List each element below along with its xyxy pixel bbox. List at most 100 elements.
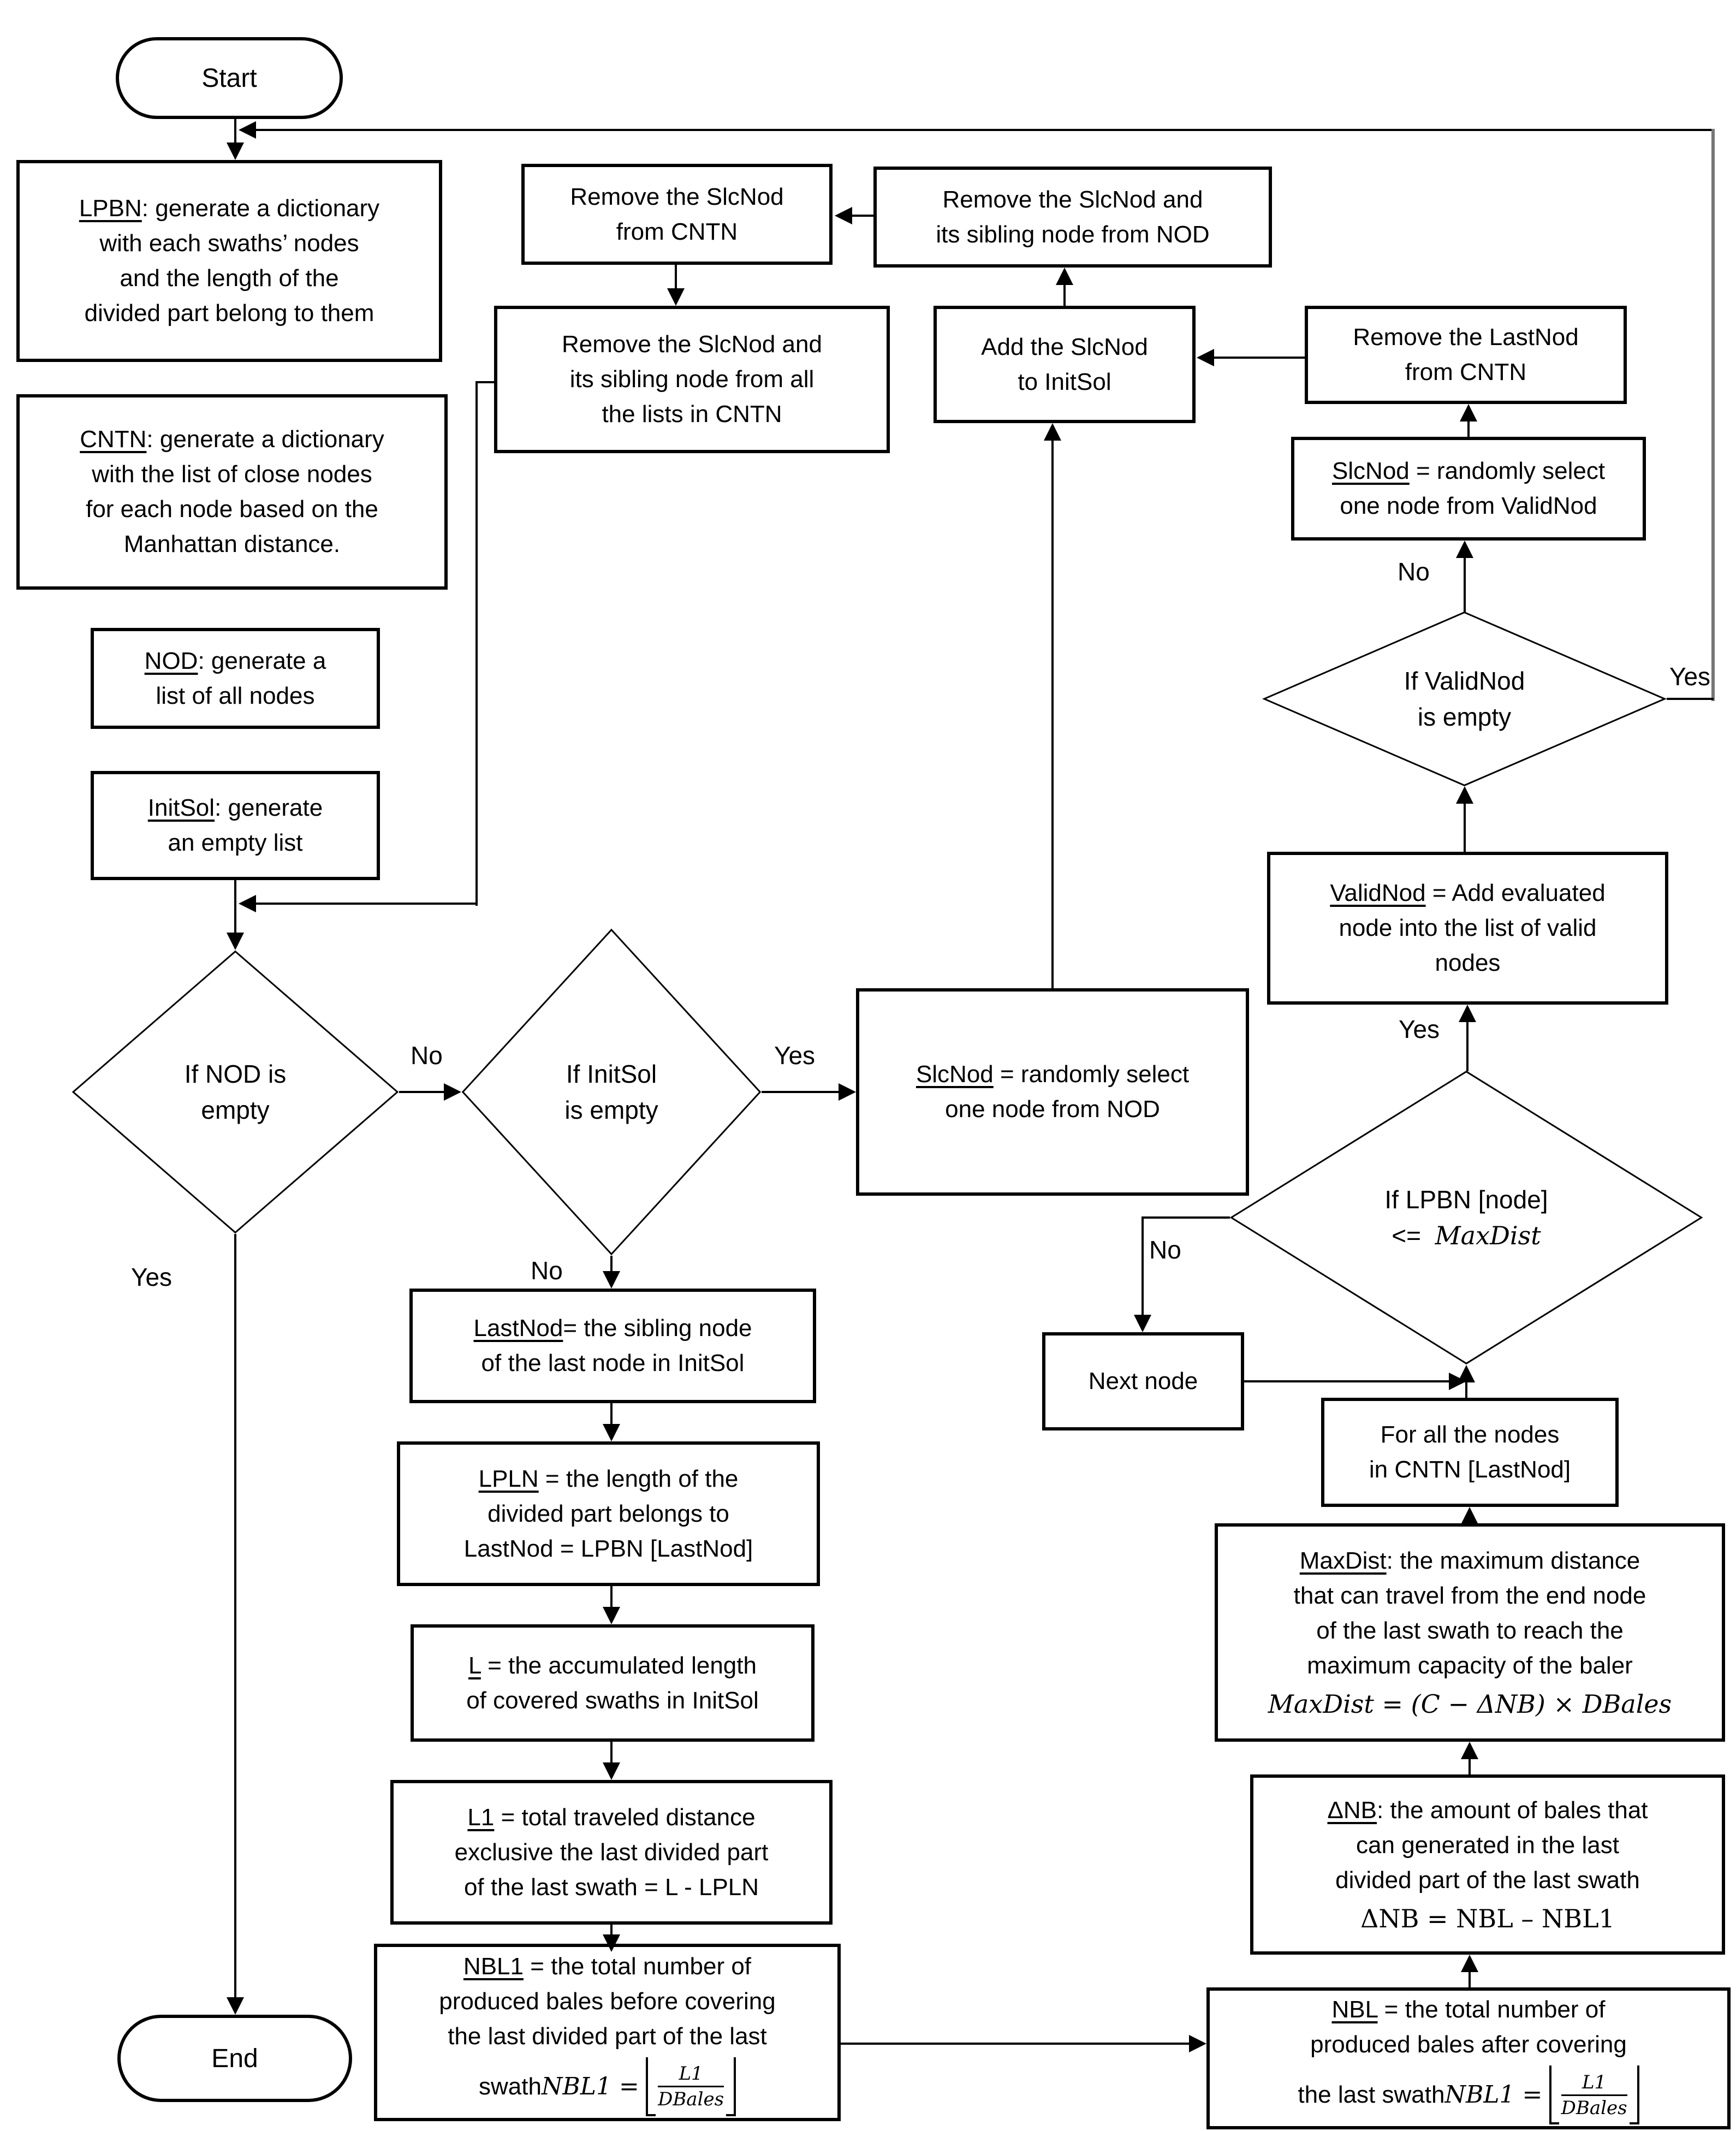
- validnod-yes-line: [1667, 698, 1714, 700]
- validnod-no-line: [1464, 557, 1466, 613]
- arrow-into-lpln: [603, 1424, 620, 1441]
- slcnod-validnod-box: SlcNod = randomly select one node from V…: [1291, 437, 1646, 541]
- remove-slcnod-nod-text: Remove the SlcNod and its sibling node f…: [936, 186, 1210, 248]
- removelastnod-to-addinitsol-line: [1213, 357, 1306, 359]
- remove-slcnod-cntn-text: Remove the SlcNod from CNTN: [570, 183, 784, 245]
- lpbn-no-line-v: [1142, 1216, 1144, 1316]
- arrow-into-lpbn: [227, 143, 244, 160]
- initsol-text: InitSol: generate an empty list: [147, 794, 323, 856]
- lpbn-no-line-h: [1143, 1216, 1230, 1219]
- nod-no-line: [399, 1091, 445, 1093]
- floor-close: [1629, 2065, 1639, 2124]
- lpln-to-l-line: [610, 1586, 613, 1608]
- cntn-text: CNTN: generate a dictionary with the lis…: [80, 426, 384, 557]
- if-validnod-empty-diamond: If ValidNod is empty: [1262, 612, 1667, 786]
- if-nod-empty-text: If NOD is empty: [184, 1060, 287, 1124]
- for-all-nodes-text: For all the nodes in CNTN [LastNod]: [1369, 1421, 1571, 1483]
- arrow-into-nbl: [1189, 2035, 1206, 2052]
- removecntn-to-removeall-line: [675, 265, 677, 289]
- lastnod-text: LastNod= the sibling node of the last no…: [473, 1315, 752, 1376]
- arrow-into-validnod-diamond: [1456, 786, 1473, 804]
- slcnod-to-addinitsol-line: [1051, 440, 1054, 989]
- lpbn-yes-line: [1466, 1021, 1469, 1071]
- l-to-l1-line: [610, 1742, 613, 1764]
- remove-slcnod-cntn-box: Remove the SlcNod from CNTN: [521, 164, 833, 265]
- feedback-right-line: [1711, 129, 1715, 701]
- if-initsol-empty-diamond: If InitSol is empty: [461, 928, 762, 1256]
- arrow-into-removeall: [667, 288, 685, 306]
- l1-to-nbl1-line: [610, 1925, 613, 1936]
- l1-box: L1 = total traveled distance exclusive t…: [390, 1780, 833, 1925]
- remove-all-lists-text: Remove the SlcNod and its sibling node f…: [562, 331, 822, 428]
- nbl1-box: NBL1 = the total number of produced bale…: [374, 1944, 841, 2121]
- slcnod-nod-text: SlcNod = randomly select one node from N…: [915, 1061, 1190, 1123]
- lpln-text: LPLN = the length of the divided part be…: [463, 1465, 753, 1562]
- arrow-into-end: [227, 1997, 244, 2015]
- arrow-into-removelastnod: [1460, 404, 1477, 422]
- arrow-feedback-junction-top: [239, 121, 256, 139]
- arrow-into-addinitsol-bottom: [1044, 423, 1061, 441]
- floor-close: [726, 2057, 736, 2116]
- removeall-feedback-h1: [477, 381, 495, 383]
- validnod-add-box: ValidNod = Add evaluated node into the l…: [1267, 852, 1668, 1005]
- nod-box: NOD: generate a list of all nodes: [91, 628, 380, 729]
- arrow-nextnode-junction: [1449, 1373, 1466, 1390]
- removeall-feedback-h2: [255, 903, 477, 905]
- arrow-into-removenod: [1056, 268, 1073, 285]
- add-slcnod-initsol-text: Add the SlcNod to InitSol: [981, 333, 1148, 395]
- remove-lastnod-cntn-box: Remove the LastNod from CNTN: [1305, 306, 1627, 404]
- remove-all-lists-box: Remove the SlcNod and its sibling node f…: [494, 306, 890, 453]
- nod-yes-label: Yes: [131, 1263, 173, 1291]
- arrow-into-slcnod: [839, 1083, 856, 1101]
- delta-nb-text: ΔNB: the amount of bales that can genera…: [1327, 1797, 1648, 1893]
- arrow-feedback-junction-mid: [239, 895, 256, 912]
- removeall-feedback-v: [475, 381, 478, 906]
- initsol-no-line: [610, 1256, 613, 1272]
- arrow-into-addinitsol-right: [1197, 349, 1214, 366]
- forall-to-lpbn-line: [1465, 1381, 1467, 1399]
- floor-open: [1549, 2065, 1559, 2124]
- lpbn-box: LPBN: generate a dictionary with each sw…: [16, 160, 442, 362]
- nod-text: NOD: generate a list of all nodes: [144, 647, 326, 709]
- l-text: L = the accumulated length of covered sw…: [466, 1652, 759, 1714]
- initsol-yes-label: Yes: [774, 1041, 816, 1070]
- lastnod-box: LastNod= the sibling node of the last no…: [409, 1289, 816, 1403]
- if-initsol-empty-text: If InitSol is empty: [564, 1060, 658, 1124]
- arrow-into-l1: [603, 1762, 620, 1780]
- end-label: End: [211, 2044, 258, 2073]
- arrow-into-dnb: [1461, 1955, 1478, 1972]
- remove-lastnod-cntn-text: Remove the LastNod from CNTN: [1353, 324, 1579, 385]
- initsol-to-noddiamond-line: [234, 880, 236, 934]
- slcvalid-to-removelastnod-line: [1467, 420, 1470, 438]
- delta-nb-box: ΔNB: the amount of bales that can genera…: [1250, 1774, 1725, 1955]
- initsol-no-label: No: [531, 1256, 563, 1285]
- feedback-top-line: [255, 129, 1714, 131]
- initsol-box: InitSol: generate an empty list: [91, 771, 380, 880]
- arrow-into-maxdist: [1461, 1742, 1478, 1759]
- lpln-box: LPLN = the length of the divided part be…: [397, 1441, 820, 1586]
- nbl1-text: NBL1 = the total number of produced bale…: [439, 1952, 776, 2050]
- end-terminal: End: [117, 2015, 352, 2102]
- lpbn-yes-label: Yes: [1399, 1015, 1440, 1043]
- arrow-into-validadd: [1459, 1005, 1476, 1022]
- start-to-lpbn-line: [234, 119, 236, 144]
- next-node-text: Next node: [1088, 1368, 1198, 1394]
- arrow-into-nextnode: [1134, 1315, 1151, 1332]
- arrow-into-l: [603, 1607, 620, 1624]
- remove-slcnod-nod-box: Remove the SlcNod and its sibling node f…: [873, 167, 1272, 268]
- if-lpbn-maxdist-diamond: If LPBN [node] <= MaxDist: [1229, 1070, 1704, 1365]
- delta-nb-formula: ΔNB = NBL – NBL1: [1360, 1904, 1615, 1933]
- validnod-yes-label: Yes: [1669, 662, 1711, 691]
- arrow-into-nbl1: [603, 1934, 620, 1952]
- maxdist-box: MaxDist: the maximum distance that can t…: [1215, 1523, 1725, 1742]
- validadd-to-validnod-line: [1464, 803, 1466, 853]
- maxdist-text: MaxDist: the maximum distance that can t…: [1293, 1547, 1646, 1679]
- maxdist-formula: MaxDist = (C − ΔNB) × DBales: [1268, 1689, 1672, 1719]
- arrow-into-nod-diamond: [227, 933, 244, 950]
- nbl-box: NBL = the total number of produced bales…: [1206, 1987, 1731, 2129]
- nbl-text: NBL = the total number of produced bales…: [1310, 1996, 1627, 2058]
- nbl-to-dnb-line: [1469, 1971, 1471, 1988]
- lastnod-to-lpln-line: [610, 1403, 613, 1425]
